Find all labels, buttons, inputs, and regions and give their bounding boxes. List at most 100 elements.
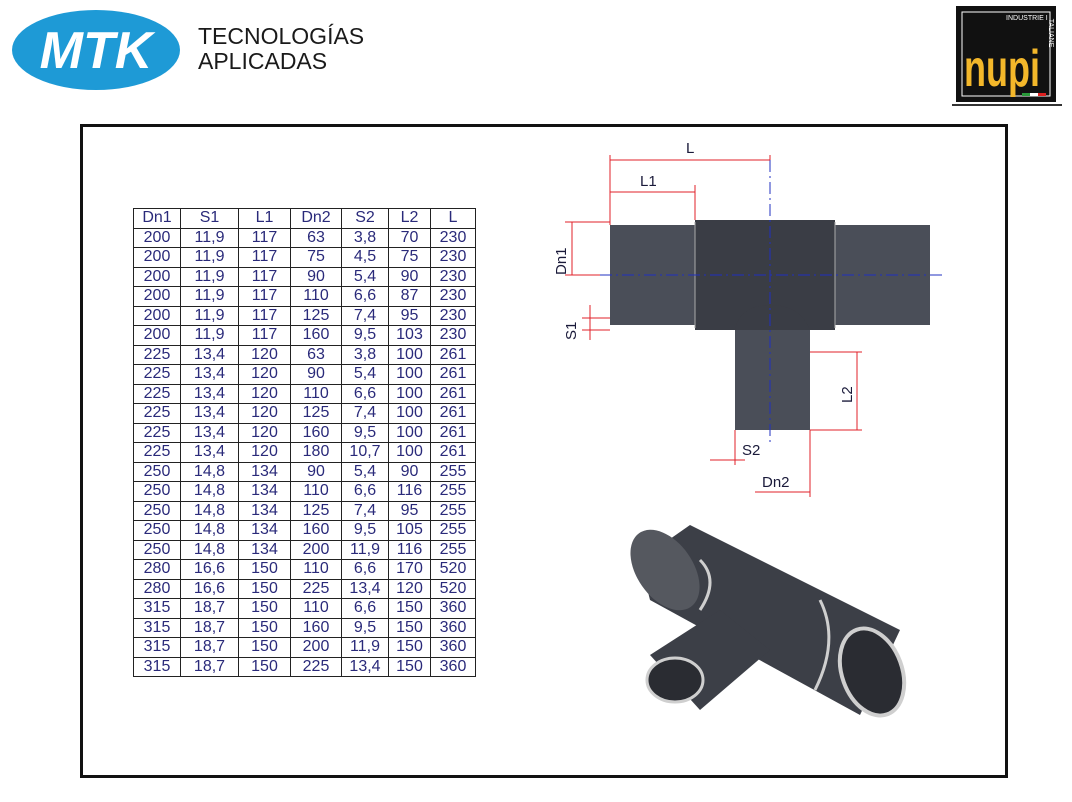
- cell-dn2: 160: [290, 325, 342, 346]
- cell-l: 230: [430, 227, 476, 248]
- cell-l1: 134: [238, 539, 291, 560]
- cell-s1: 18,7: [180, 637, 239, 658]
- column-header-dn1: Dn1: [133, 208, 181, 229]
- cell-l2: 100: [388, 403, 431, 424]
- cell-dn1: 315: [133, 656, 181, 677]
- tagline-line-2: APLICADAS: [198, 48, 328, 74]
- cell-l1: 150: [238, 578, 291, 599]
- nupi-logo: nupi INDUSTRIE ITALIANE: [956, 6, 1056, 102]
- cell-s2: 7,4: [341, 305, 389, 326]
- dim-label-L: L: [686, 140, 694, 157]
- cell-l2: 90: [388, 266, 431, 287]
- cell-dn1: 315: [133, 637, 181, 658]
- cell-l2: 103: [388, 325, 431, 346]
- cell-dn2: 63: [290, 227, 342, 248]
- cell-dn2: 200: [290, 539, 342, 560]
- dim-label-L2: L2: [839, 386, 856, 403]
- cell-s1: 11,9: [180, 325, 239, 346]
- column-header-s1: S1: [180, 208, 239, 229]
- cell-l1: 150: [238, 637, 291, 658]
- cell-s1: 14,8: [180, 500, 239, 521]
- cell-s2: 6,6: [341, 559, 389, 580]
- cell-s2: 9,5: [341, 325, 389, 346]
- cell-dn2: 110: [290, 383, 342, 404]
- cell-dn2: 110: [290, 481, 342, 502]
- cell-dn2: 125: [290, 500, 342, 521]
- cell-dn1: 200: [133, 286, 181, 307]
- cell-l2: 100: [388, 442, 431, 463]
- cell-l: 255: [430, 481, 476, 502]
- cell-l: 261: [430, 364, 476, 385]
- branch-pipe: [735, 330, 810, 430]
- cell-l2: 170: [388, 559, 431, 580]
- cell-l: 261: [430, 403, 476, 424]
- cell-s1: 11,9: [180, 286, 239, 307]
- cell-dn2: 110: [290, 559, 342, 580]
- cell-s1: 14,8: [180, 539, 239, 560]
- cell-dn1: 280: [133, 578, 181, 599]
- cell-s1: 11,9: [180, 266, 239, 287]
- cell-l1: 134: [238, 520, 291, 541]
- cell-l2: 75: [388, 247, 431, 268]
- dim-label-Dn1: Dn1: [553, 247, 570, 275]
- cell-l1: 120: [238, 403, 291, 424]
- cell-s2: 6,6: [341, 598, 389, 619]
- cell-l2: 105: [388, 520, 431, 541]
- cell-s2: 13,4: [341, 578, 389, 599]
- cell-l: 230: [430, 286, 476, 307]
- cell-dn1: 225: [133, 403, 181, 424]
- svg-text:nupi: nupi: [964, 40, 1040, 98]
- cell-dn1: 200: [133, 325, 181, 346]
- cell-l: 261: [430, 442, 476, 463]
- cell-l: 520: [430, 578, 476, 599]
- cell-l2: 150: [388, 637, 431, 658]
- tee-3d-render: [630, 525, 907, 718]
- cell-l1: 117: [238, 266, 291, 287]
- cell-l2: 116: [388, 481, 431, 502]
- cell-dn1: 225: [133, 383, 181, 404]
- cell-s2: 6,6: [341, 286, 389, 307]
- column-header-l2: L2: [388, 208, 431, 229]
- cell-dn2: 90: [290, 364, 342, 385]
- cell-l: 520: [430, 559, 476, 580]
- dim-label-Dn2: Dn2: [762, 474, 790, 491]
- cell-s1: 16,6: [180, 559, 239, 580]
- cell-s1: 11,9: [180, 247, 239, 268]
- cell-l1: 117: [238, 325, 291, 346]
- cell-l2: 70: [388, 227, 431, 248]
- cell-s1: 13,4: [180, 383, 239, 404]
- cell-s2: 7,4: [341, 403, 389, 424]
- cell-l: 255: [430, 520, 476, 541]
- cell-dn2: 160: [290, 520, 342, 541]
- cell-l1: 117: [238, 305, 291, 326]
- cell-s2: 11,9: [341, 637, 389, 658]
- cell-dn1: 200: [133, 266, 181, 287]
- cell-l: 255: [430, 500, 476, 521]
- cell-l1: 120: [238, 442, 291, 463]
- cell-dn1: 315: [133, 598, 181, 619]
- cell-l1: 150: [238, 559, 291, 580]
- cell-l2: 100: [388, 422, 431, 443]
- cell-dn1: 225: [133, 422, 181, 443]
- dim-label-L1: L1: [640, 173, 657, 190]
- cell-dn2: 63: [290, 344, 342, 365]
- cell-s2: 10,7: [341, 442, 389, 463]
- cell-dn1: 250: [133, 500, 181, 521]
- cell-s2: 7,4: [341, 500, 389, 521]
- cell-dn2: 125: [290, 305, 342, 326]
- cell-l1: 120: [238, 383, 291, 404]
- cell-dn1: 280: [133, 559, 181, 580]
- cell-dn1: 200: [133, 305, 181, 326]
